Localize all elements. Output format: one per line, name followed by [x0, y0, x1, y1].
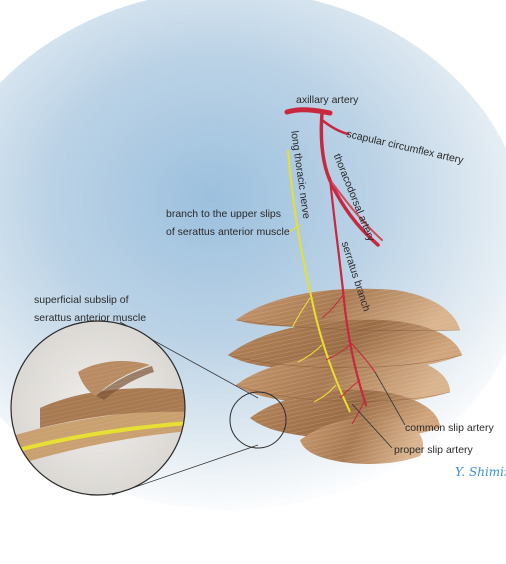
label-axillary-artery: axillary artery: [296, 94, 358, 107]
label-common-slip-artery: common slip artery: [405, 422, 494, 435]
label-branch-upper-slips-line1: branch to the upper slips: [166, 208, 281, 221]
label-superficial-subslip-line2: serattus anterior muscle: [34, 312, 146, 325]
label-proper-slip-artery: proper slip artery: [394, 444, 473, 457]
label-superficial-subslip-line1: superficial subslip of: [34, 294, 129, 307]
artist-signature: Y. Shimizu: [455, 465, 506, 479]
label-branch-upper-slips-line2: of serattus anterior muscle: [166, 226, 290, 239]
